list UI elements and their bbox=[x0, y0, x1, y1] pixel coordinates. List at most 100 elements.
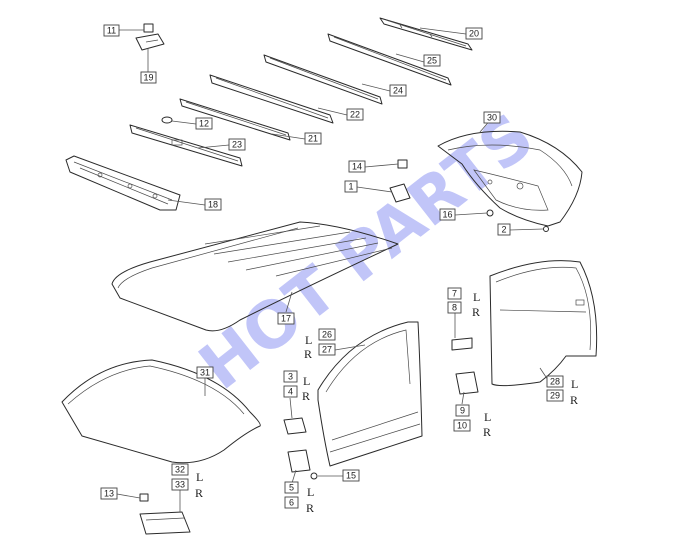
svg-text:12: 12 bbox=[199, 119, 209, 129]
hinge-32-33 bbox=[139, 511, 191, 535]
roof-bow-22 bbox=[209, 74, 334, 124]
svg-text:22: 22 bbox=[350, 110, 360, 120]
svg-text:8: 8 bbox=[452, 303, 457, 313]
side-marker-7-8: L R bbox=[472, 290, 480, 319]
roof-bow-23 bbox=[129, 124, 243, 167]
svg-text:26: 26 bbox=[322, 330, 332, 340]
side-marker-3-4: L R bbox=[302, 374, 310, 403]
part-15 bbox=[310, 472, 318, 480]
callout-6: 6 bbox=[284, 496, 299, 509]
svg-text:R: R bbox=[570, 393, 578, 407]
svg-text:32: 32 bbox=[175, 465, 185, 475]
svg-text:R: R bbox=[483, 425, 491, 439]
svg-text:23: 23 bbox=[232, 140, 242, 150]
svg-text:R: R bbox=[302, 389, 310, 403]
callout-11: 11 bbox=[103, 24, 120, 37]
svg-text:30: 30 bbox=[487, 113, 497, 123]
svg-text:R: R bbox=[304, 347, 312, 361]
callout-8: 8 bbox=[447, 301, 462, 314]
callout-19: 19 bbox=[140, 71, 157, 84]
side-marker-28-29: L R bbox=[570, 377, 578, 407]
callout-29: 29 bbox=[546, 389, 564, 402]
callout-4: 4 bbox=[283, 385, 298, 398]
roof-bow-25 bbox=[327, 33, 452, 86]
svg-text:L: L bbox=[196, 470, 203, 484]
bumper-14 bbox=[397, 159, 408, 169]
svg-text:11: 11 bbox=[107, 26, 116, 36]
callout-3: 3 bbox=[283, 370, 298, 383]
callout-21: 21 bbox=[304, 132, 322, 145]
svg-text:R: R bbox=[306, 501, 314, 515]
callout-30: 30 bbox=[483, 111, 501, 124]
callout-2: 2 bbox=[497, 223, 511, 236]
callout-7: 7 bbox=[447, 287, 462, 300]
roof-rail-20 bbox=[379, 17, 473, 51]
svg-text:R: R bbox=[472, 305, 480, 319]
svg-text:5: 5 bbox=[289, 483, 294, 493]
svg-text:15: 15 bbox=[346, 471, 356, 481]
rear-door-28 bbox=[489, 260, 598, 387]
front-door-26 bbox=[317, 321, 423, 467]
svg-text:14: 14 bbox=[352, 162, 362, 172]
hinge-5-6 bbox=[287, 449, 311, 473]
svg-text:28: 28 bbox=[550, 377, 560, 387]
callout-33: 33 bbox=[171, 478, 189, 491]
strut-13 bbox=[139, 493, 149, 502]
callout-23: 23 bbox=[228, 138, 246, 151]
callout-26: 26 bbox=[318, 328, 336, 341]
callout-9: 9 bbox=[455, 404, 470, 417]
svg-text:L: L bbox=[473, 290, 480, 304]
svg-text:20: 20 bbox=[469, 29, 479, 39]
callout-22: 22 bbox=[346, 108, 364, 121]
svg-text:L: L bbox=[305, 333, 312, 347]
svg-text:L: L bbox=[303, 374, 310, 388]
svg-text:6: 6 bbox=[289, 498, 294, 508]
callout-20: 20 bbox=[465, 27, 483, 40]
svg-text:L: L bbox=[484, 410, 491, 424]
svg-text:17: 17 bbox=[281, 314, 291, 324]
callout-16: 16 bbox=[439, 208, 456, 221]
callout-12: 12 bbox=[195, 117, 213, 130]
part-16 bbox=[486, 209, 494, 217]
svg-text:27: 27 bbox=[322, 345, 332, 355]
svg-text:L: L bbox=[307, 485, 314, 499]
callout-15: 15 bbox=[342, 469, 360, 482]
callout-1: 1 bbox=[344, 180, 358, 193]
svg-text:21: 21 bbox=[308, 134, 318, 144]
roof-bow-24 bbox=[263, 54, 383, 105]
svg-text:9: 9 bbox=[460, 406, 465, 416]
side-marker-9-10: L R bbox=[483, 410, 491, 439]
svg-text:L: L bbox=[571, 377, 578, 391]
svg-text:19: 19 bbox=[143, 73, 153, 83]
svg-text:2: 2 bbox=[501, 225, 506, 235]
callout-24: 24 bbox=[389, 84, 407, 97]
svg-text:33: 33 bbox=[175, 480, 185, 490]
svg-text:3: 3 bbox=[288, 372, 293, 382]
svg-text:13: 13 bbox=[104, 489, 114, 499]
callout-31: 31 bbox=[196, 366, 214, 379]
callout-18: 18 bbox=[204, 198, 222, 211]
hinge-9-10 bbox=[455, 371, 479, 395]
callout-28: 28 bbox=[546, 375, 564, 388]
side-marker-32-33: L R bbox=[195, 470, 203, 500]
svg-text:16: 16 bbox=[442, 210, 452, 220]
side-marker-5-6: L R bbox=[306, 485, 314, 515]
callout-17: 17 bbox=[277, 312, 295, 325]
callout-5: 5 bbox=[284, 481, 299, 494]
callout-14: 14 bbox=[348, 160, 366, 173]
hinge-3-4 bbox=[283, 417, 307, 435]
callout-13: 13 bbox=[100, 487, 118, 500]
roof-panel-17 bbox=[111, 221, 399, 332]
svg-text:1: 1 bbox=[348, 182, 353, 192]
bracket-19 bbox=[135, 23, 165, 51]
hinge-1 bbox=[389, 183, 411, 203]
svg-text:29: 29 bbox=[550, 391, 560, 401]
svg-text:7: 7 bbox=[452, 289, 457, 299]
part-2 bbox=[543, 226, 549, 232]
svg-text:R: R bbox=[195, 486, 203, 500]
svg-text:31: 31 bbox=[200, 368, 210, 378]
front-header-18 bbox=[65, 155, 181, 211]
callout-25: 25 bbox=[423, 54, 441, 67]
roof-bow-21 bbox=[179, 98, 291, 141]
